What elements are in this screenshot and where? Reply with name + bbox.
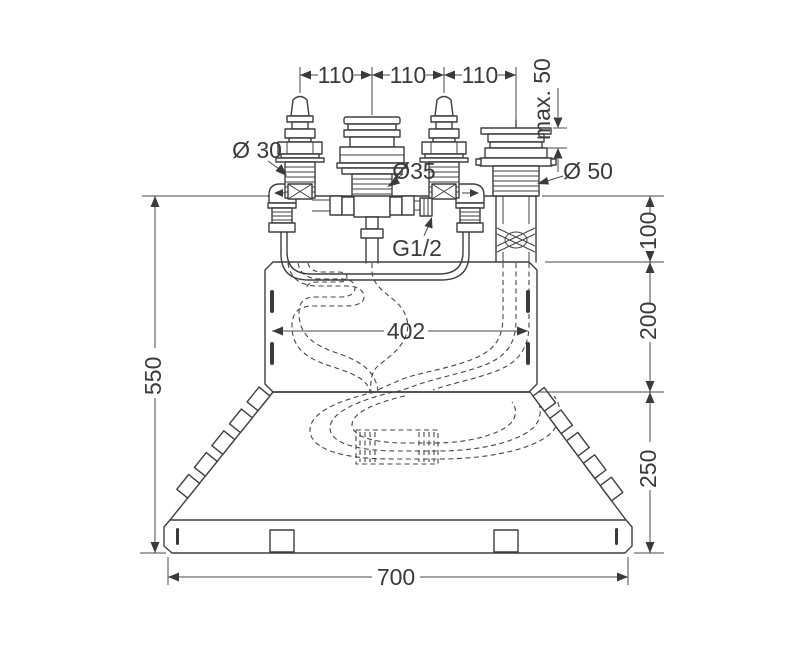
base-plate <box>163 519 633 554</box>
support-trapezoid <box>169 391 627 521</box>
riser-overflow-column <box>475 119 557 263</box>
dim-height-top-label: 100 <box>635 212 661 250</box>
dim-inner-width-label: 402 <box>387 318 425 344</box>
dia-spout-label: Ø35 <box>392 158 435 184</box>
dim-height-bottom-label: 250 <box>635 450 661 488</box>
riser-spout-center <box>336 116 408 197</box>
callout-dia-valve: Ø 30 <box>232 137 287 176</box>
body-mounting-slots <box>270 290 530 365</box>
manifold-pipe <box>312 193 433 264</box>
hose-coupler-hatch <box>359 432 435 462</box>
left-slope-wedges <box>176 386 271 499</box>
dim-hole-spacing: 110 110 110 <box>299 62 517 128</box>
dim-height-mid-label: 200 <box>635 302 661 340</box>
riser-valve-right <box>419 95 469 199</box>
dim-base-width: 700 <box>167 557 629 590</box>
hidden-hose-routing <box>287 262 561 465</box>
dim-base-width-label: 700 <box>377 564 415 590</box>
dia-valve-label: Ø 30 <box>232 137 282 163</box>
supply-hose-loop <box>280 231 470 281</box>
base-cutout-right <box>493 529 519 553</box>
dimension-annotations: 110 110 110 max. 50 Ø 30 Ø35 Ø 50 <box>140 58 664 590</box>
dim-spacing-3-label: 110 <box>462 62 499 88</box>
dim-total-height-label: 550 <box>140 357 166 395</box>
callout-dia-spout: Ø35 <box>387 158 436 187</box>
g12-thread-fitting <box>419 197 433 217</box>
dim-spacing-2-label: 110 <box>390 62 427 88</box>
hose-coil <box>496 227 536 253</box>
callout-thread: G1/2 <box>392 217 442 261</box>
dim-inner-width: 402 <box>272 318 528 344</box>
thread-label: G1/2 <box>392 235 442 261</box>
rail-clamp-left <box>287 183 313 200</box>
flow-right-arrow-icon <box>470 189 479 197</box>
riser-valve-left <box>275 95 325 199</box>
flow-left-arrow-icon <box>274 189 283 197</box>
dim-max-depth: max. 50 <box>529 58 567 172</box>
base-cutout-left <box>269 529 295 553</box>
rail-clamp-right <box>431 183 457 200</box>
dim-right-stack: 100 200 250 <box>538 195 664 554</box>
right-slope-wedges <box>532 386 624 502</box>
tee-fitting <box>353 193 391 218</box>
callout-dia-overflow: Ø 50 <box>537 158 613 185</box>
dia-overflow-label: Ø 50 <box>563 158 613 184</box>
dim-total-height: 550 <box>140 195 268 554</box>
dim-max-depth-label: max. 50 <box>529 58 555 140</box>
dim-spacing-1-label: 110 <box>318 62 355 88</box>
right-inlet-elbow <box>455 183 485 233</box>
